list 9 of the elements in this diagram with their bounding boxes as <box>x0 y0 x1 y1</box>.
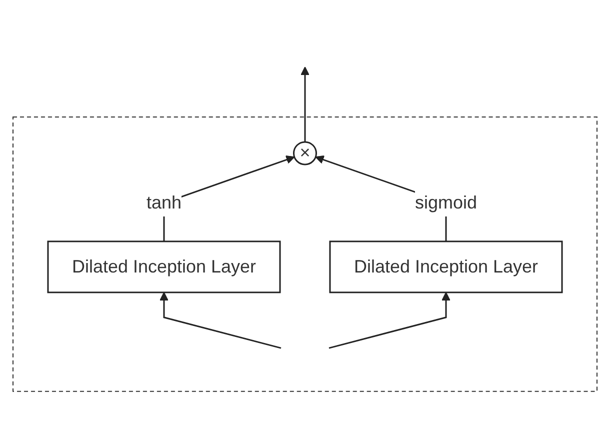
arrow <box>328 292 450 350</box>
edge-label: sigmoid <box>414 192 477 213</box>
edge-label: tanh <box>146 192 182 213</box>
arrow <box>300 66 309 142</box>
arrow <box>159 292 281 350</box>
node-box: Dilated Inception Layer <box>328 241 562 294</box>
node-circle: × <box>292 142 316 166</box>
cluster <box>12 116 597 392</box>
node-box: Dilated Inception Layer <box>46 241 280 294</box>
